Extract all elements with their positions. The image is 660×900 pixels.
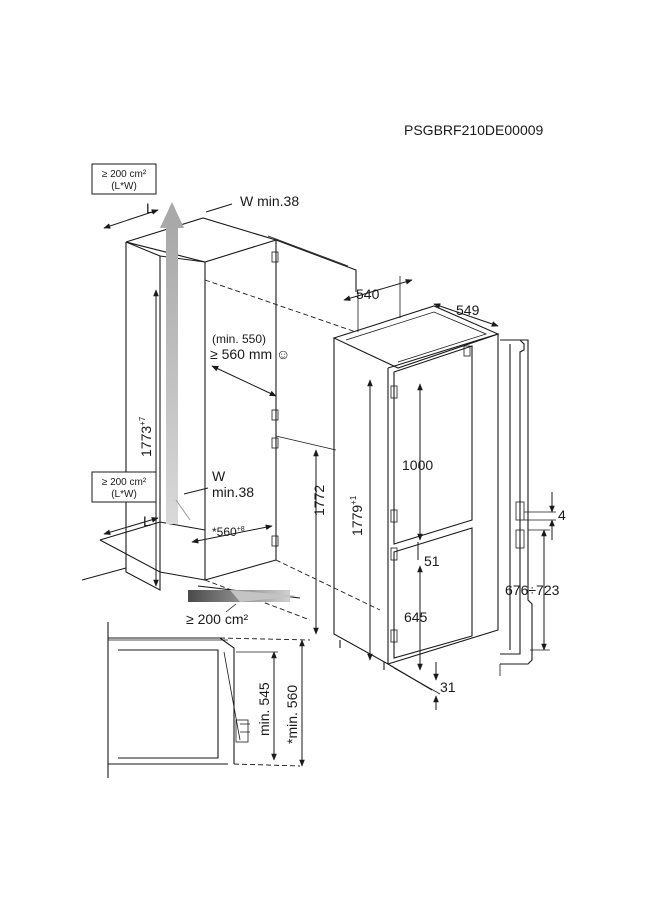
- cabinet-niche: [81, 217, 381, 621]
- top-width-dim: [343, 279, 413, 301]
- vent-top-area: ≥ 200 cm²: [102, 169, 147, 180]
- bottom-gap: 31: [440, 679, 456, 695]
- clearance-min: (min. 550): [212, 332, 266, 346]
- top-depth-dim: [433, 303, 499, 327]
- vent-top-l: L: [146, 200, 154, 216]
- detail-view: [107, 622, 311, 778]
- top-depth: 549: [456, 302, 480, 318]
- clearance-dim: [211, 365, 277, 397]
- vent-bottom-leader: [225, 603, 237, 613]
- appliance-height: 1772: [311, 485, 327, 516]
- niche-depth-dim: [191, 524, 273, 544]
- vent-top-formula: (L*W): [111, 181, 137, 192]
- vent-mid-w-dim: [183, 487, 209, 495]
- detail-min-b: *min. 560: [284, 685, 300, 744]
- vent-top-l-dim: [103, 209, 159, 229]
- vent-mid-w: W: [212, 468, 226, 484]
- side-range: 676÷723: [505, 582, 560, 598]
- top-width: 540: [356, 286, 380, 302]
- vent-mid-box: [91, 471, 157, 503]
- vent-mid-w-min: min.38: [212, 484, 254, 500]
- side-gap: 4: [558, 507, 566, 523]
- vent-top-w-dim: [205, 203, 233, 213]
- niche-depth: *560+8: [212, 525, 245, 539]
- clearance-main: ≥ 560 mm ☺: [210, 346, 290, 362]
- gap: 51: [424, 553, 440, 569]
- vent-top-w: W min.38: [240, 193, 299, 209]
- appliance: [332, 305, 500, 695]
- detail-min-a: min. 545: [256, 682, 272, 736]
- diagram-code: PSGBRF210DE00009: [404, 122, 544, 138]
- air-flow-arrows: [160, 202, 298, 602]
- vent-mid-l-dim: [103, 517, 159, 535]
- vent-mid-formula: (L*W): [111, 489, 137, 500]
- vent-mid-area: ≥ 200 cm²: [102, 477, 147, 488]
- vent-bottom: ≥ 200 cm²: [186, 611, 248, 627]
- lower-door: 645: [404, 609, 428, 625]
- vent-top-box: [91, 163, 157, 195]
- vent-mid-l: L: [143, 513, 151, 529]
- niche-height: 1773+7: [138, 416, 154, 457]
- upper-door: 1000: [402, 457, 433, 473]
- appliance-total: 1779+1: [349, 495, 365, 536]
- side-profile: [499, 339, 533, 676]
